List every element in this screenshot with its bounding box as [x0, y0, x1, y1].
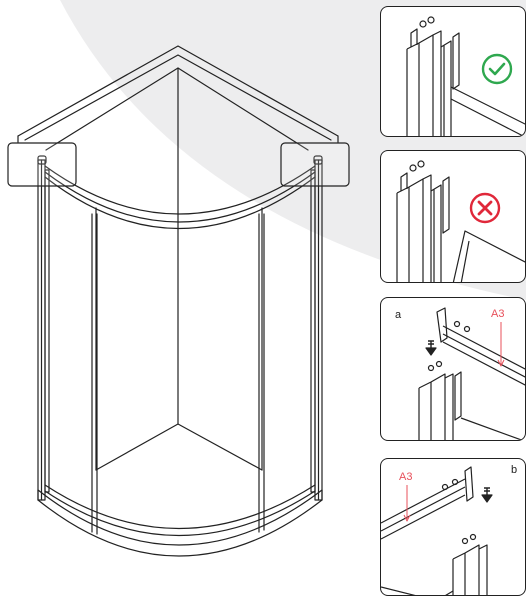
- left-wall-profile: [37, 159, 50, 501]
- detail-highlight-right: [280, 142, 350, 187]
- part-label-a3: A3: [491, 308, 505, 320]
- door-edges: [91, 213, 265, 535]
- bottom-rail: [44, 484, 316, 537]
- shower-tray: [37, 489, 323, 557]
- profile-drawing: [396, 160, 525, 282]
- step-a-panel: a A3: [380, 297, 526, 441]
- wall-outline: [17, 45, 339, 471]
- rail-drawing: [381, 466, 474, 540]
- shower-enclosure-drawing: [7, 45, 350, 557]
- down-arrow-icon: [481, 487, 493, 503]
- rail-drawing: [436, 307, 525, 386]
- detail-incorrect: [380, 150, 526, 283]
- part-label-a3: A3: [399, 471, 413, 483]
- profile-drawing: [381, 533, 488, 595]
- right-wall-profile: [310, 159, 323, 501]
- step-letter-a: a: [395, 309, 402, 321]
- profile-drawing: [406, 16, 525, 136]
- cross-circle-icon: [469, 192, 501, 224]
- check-circle-icon: [481, 53, 513, 85]
- profile-drawing: [418, 360, 524, 440]
- detail-highlight-left: [7, 142, 77, 187]
- detail-correct: [380, 6, 526, 137]
- step-letter-b: b: [511, 464, 518, 476]
- step-b-panel: b A3: [380, 458, 526, 596]
- down-arrow-icon: [425, 340, 437, 356]
- top-rail: [44, 165, 316, 230]
